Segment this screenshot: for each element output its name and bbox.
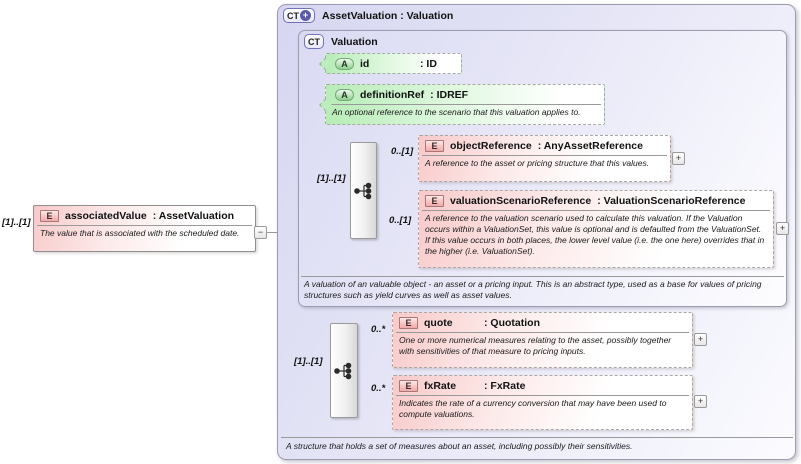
element-name: quote [424, 317, 453, 329]
element-badge-icon: E [425, 195, 444, 207]
attribute-badge-icon: A [335, 58, 354, 70]
attribute-name: definitionRef [360, 89, 425, 101]
occurrence-label: 0..* [371, 324, 386, 335]
sequence-connector [330, 323, 358, 418]
element-name: valuationScenarioReference [450, 195, 592, 207]
base-type-badge-icon: CT [304, 34, 324, 49]
base-type-annotation: A valuation of an valuable object - an a… [304, 279, 762, 301]
attribute-annotation: An optional reference to the scenario th… [329, 104, 601, 121]
occurrence-label: [1]..[1] [294, 356, 323, 367]
ct-badge-label: CT [308, 36, 320, 47]
attribute-type: : IDREF [430, 89, 469, 101]
element-name: objectReference [450, 140, 532, 152]
element-name: fxRate [424, 380, 457, 392]
expand-button[interactable]: + [694, 333, 707, 346]
element-badge-icon: E [425, 140, 444, 152]
expand-button[interactable]: + [672, 152, 685, 165]
separator-line [301, 276, 784, 277]
element-badge-icon: E [399, 380, 418, 392]
attribute-badge-icon: A [335, 89, 354, 101]
element-annotation: One or more numerical measures relating … [396, 332, 689, 360]
element-associatedValue[interactable]: E associatedValue : AssetValuation The v… [33, 205, 256, 252]
sequence-icon [334, 362, 352, 379]
element-annotation: A reference to the valuation scenario us… [422, 210, 770, 260]
expand-button[interactable]: + [694, 395, 707, 408]
ct-badge-label: CT [287, 10, 299, 21]
complex-type-header: CT+ AssetValuation : Valuation [283, 8, 453, 23]
complex-type-title: AssetValuation : Valuation [322, 9, 454, 22]
element-type: : FxRate [484, 380, 526, 392]
element-valuationScenarioReference[interactable]: E valuationScenarioReference : Valuation… [418, 190, 774, 268]
derivation-plus-icon: + [300, 10, 311, 21]
element-objectReference[interactable]: E objectReference : AnyAssetReference A … [418, 135, 671, 182]
complex-type-annotation: A structure that holds a set of measures… [286, 441, 633, 451]
occurrence-label: [1]..[1] [2, 217, 31, 228]
element-type: : Quotation [484, 317, 540, 329]
element-badge-icon: E [399, 317, 418, 329]
element-annotation: A reference to the asset or pricing stru… [422, 155, 667, 172]
occurrence-label: 0..[1] [391, 146, 414, 157]
complex-type-badge-icon: CT+ [283, 8, 315, 23]
base-type-header: CT Valuation [304, 34, 378, 49]
attribute-type: : ID [420, 58, 437, 70]
element-annotation: The value that is associated with the sc… [37, 225, 252, 242]
expand-button[interactable]: + [776, 222, 789, 235]
occurrence-label: 0..* [371, 383, 386, 394]
base-type-title: Valuation [331, 35, 378, 48]
element-quote[interactable]: E quote : Quotation One or more numerica… [392, 312, 693, 368]
attribute-id[interactable]: A id : ID [325, 53, 462, 74]
element-annotation: Indicates the rate of a currency convers… [396, 395, 689, 423]
element-type: : AssetValuation [152, 210, 235, 222]
attribute-name: id [360, 58, 370, 70]
element-name: associatedValue [65, 210, 147, 222]
element-type: : ValuationScenarioReference [597, 195, 746, 207]
occurrence-label: [1]..[1] [317, 173, 346, 184]
collapse-button[interactable]: − [254, 226, 267, 239]
separator-line [281, 437, 793, 438]
sequence-connector [350, 142, 377, 239]
element-type: : AnyAssetReference [537, 140, 643, 152]
attribute-definitionRef[interactable]: A definitionRef : IDREF An optional refe… [325, 84, 605, 125]
occurrence-label: 0..[1] [389, 215, 412, 226]
element-badge-icon: E [40, 210, 59, 222]
sequence-icon [353, 182, 371, 199]
element-fxRate[interactable]: E fxRate : FxRate Indicates the rate of … [392, 375, 693, 430]
